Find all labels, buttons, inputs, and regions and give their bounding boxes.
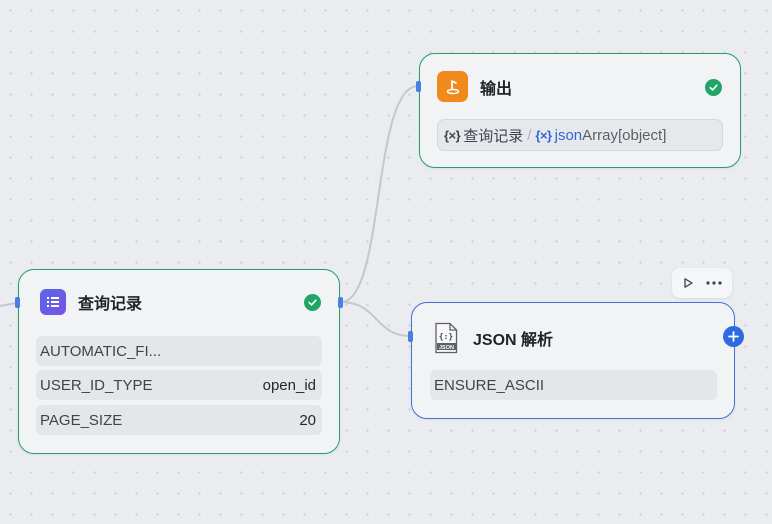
edge-left-input (0, 302, 17, 307)
json-parse-node[interactable]: {:} JSON JSON 解析 ENSURE_ASCII (411, 302, 735, 419)
output-variable-row: {×} 查询记录 / {×} json Array[object] (437, 119, 723, 151)
play-icon[interactable] (682, 277, 694, 289)
query-records-node[interactable]: 查询记录 AUTOMATIC_FI... USER_ID_TYPE open_i… (18, 269, 340, 454)
field-row-page-size: PAGE_SIZE 20 (36, 405, 322, 435)
json-file-icon: {:} JSON (433, 322, 459, 354)
query-input-port[interactable] (15, 297, 20, 308)
field-name: AUTOMATIC_FI... (40, 342, 162, 360)
success-check-icon (705, 79, 722, 96)
list-icon (40, 289, 66, 315)
variable-icon: {×} (444, 127, 461, 143)
edge-query-to-output (340, 85, 419, 303)
edge-query-to-json (340, 301, 411, 337)
node-title: 输出 (480, 80, 513, 98)
variable-icon: {×} (535, 127, 552, 143)
json-input-port[interactable] (408, 331, 413, 342)
variable-type: Array[object] (582, 126, 667, 144)
field-row-automatic: AUTOMATIC_FI... (36, 336, 322, 366)
node-header: 输出 (437, 71, 512, 102)
node-title: JSON 解析 (473, 332, 554, 349)
output-node[interactable]: 输出 {×} 查询记录 / {×} json Array[object] (419, 53, 741, 168)
output-input-port[interactable] (416, 81, 421, 92)
field-row-ensure-ascii: ENSURE_ASCII (430, 370, 717, 400)
success-check-icon (304, 294, 321, 311)
variable-field: json (554, 126, 583, 144)
node-toolbar (672, 268, 732, 298)
svg-text:JSON: JSON (439, 345, 454, 351)
node-title: 查询记录 (78, 296, 143, 313)
query-output-port[interactable] (338, 297, 343, 308)
field-name: PAGE_SIZE (40, 411, 123, 429)
variable-source: 查询记录 (463, 127, 524, 145)
field-value: 20 (299, 411, 316, 429)
more-icon[interactable] (706, 281, 722, 285)
field-row-user-id-type: USER_ID_TYPE open_id (36, 370, 322, 400)
field-value: open_id (262, 376, 316, 394)
node-header: 查询记录 (40, 289, 142, 315)
plus-icon[interactable] (723, 326, 744, 347)
output-icon (437, 71, 468, 102)
node-header: {:} JSON JSON 解析 (433, 322, 553, 354)
field-name: USER_ID_TYPE (40, 376, 153, 394)
svg-text:{:}: {:} (439, 332, 454, 341)
variable-separator: / (527, 126, 532, 144)
field-name: ENSURE_ASCII (434, 376, 545, 394)
